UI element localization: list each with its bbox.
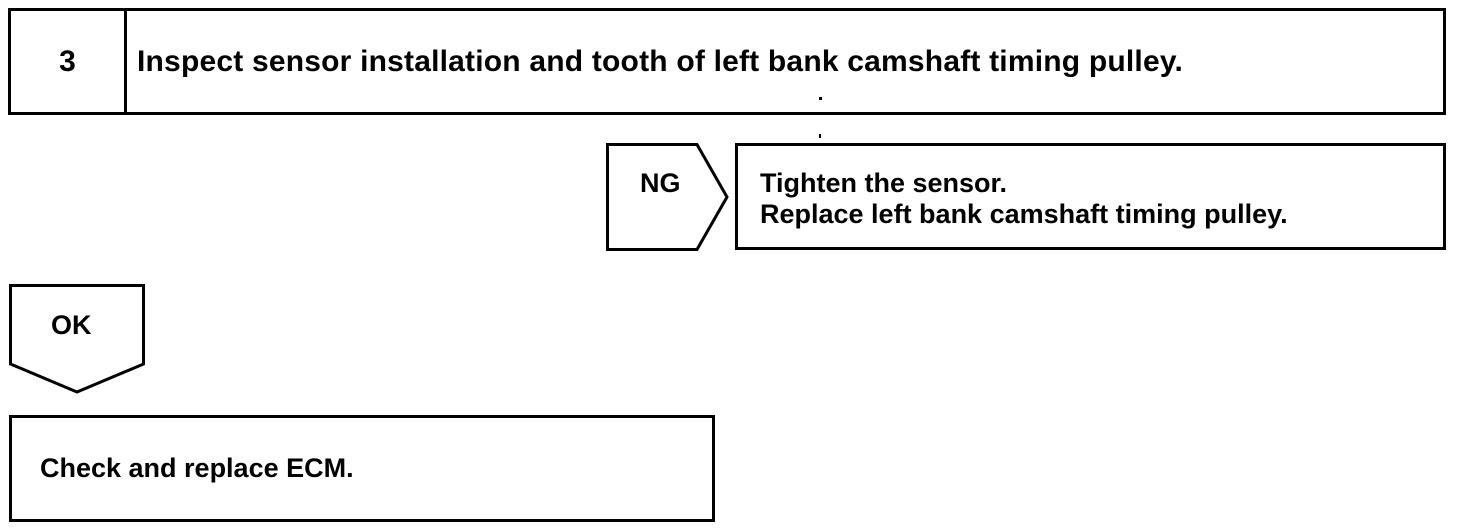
step-number: 3	[11, 11, 127, 112]
final-action-box: Check and replace ECM.	[9, 415, 715, 522]
step-header-box: 3 Inspect sensor installation and tooth …	[8, 8, 1446, 115]
ng-arrow-shape	[606, 143, 729, 251]
ng-result-line: Replace left bank camshaft timing pulley…	[760, 199, 1288, 229]
ng-label: NG	[640, 168, 681, 198]
ok-label: OK	[51, 310, 92, 340]
ng-result-box: Tighten the sensor. Replace left bank ca…	[735, 143, 1446, 250]
ng-result-line: Tighten the sensor.	[760, 168, 1008, 198]
scan-speck	[819, 134, 821, 138]
ng-result-text: Tighten the sensor. Replace left bank ca…	[760, 168, 1288, 230]
ok-arrow-shape	[9, 284, 145, 394]
scan-speck	[819, 97, 822, 100]
final-action-text: Check and replace ECM.	[40, 453, 354, 483]
step-title: Inspect sensor installation and tooth of…	[137, 44, 1184, 78]
